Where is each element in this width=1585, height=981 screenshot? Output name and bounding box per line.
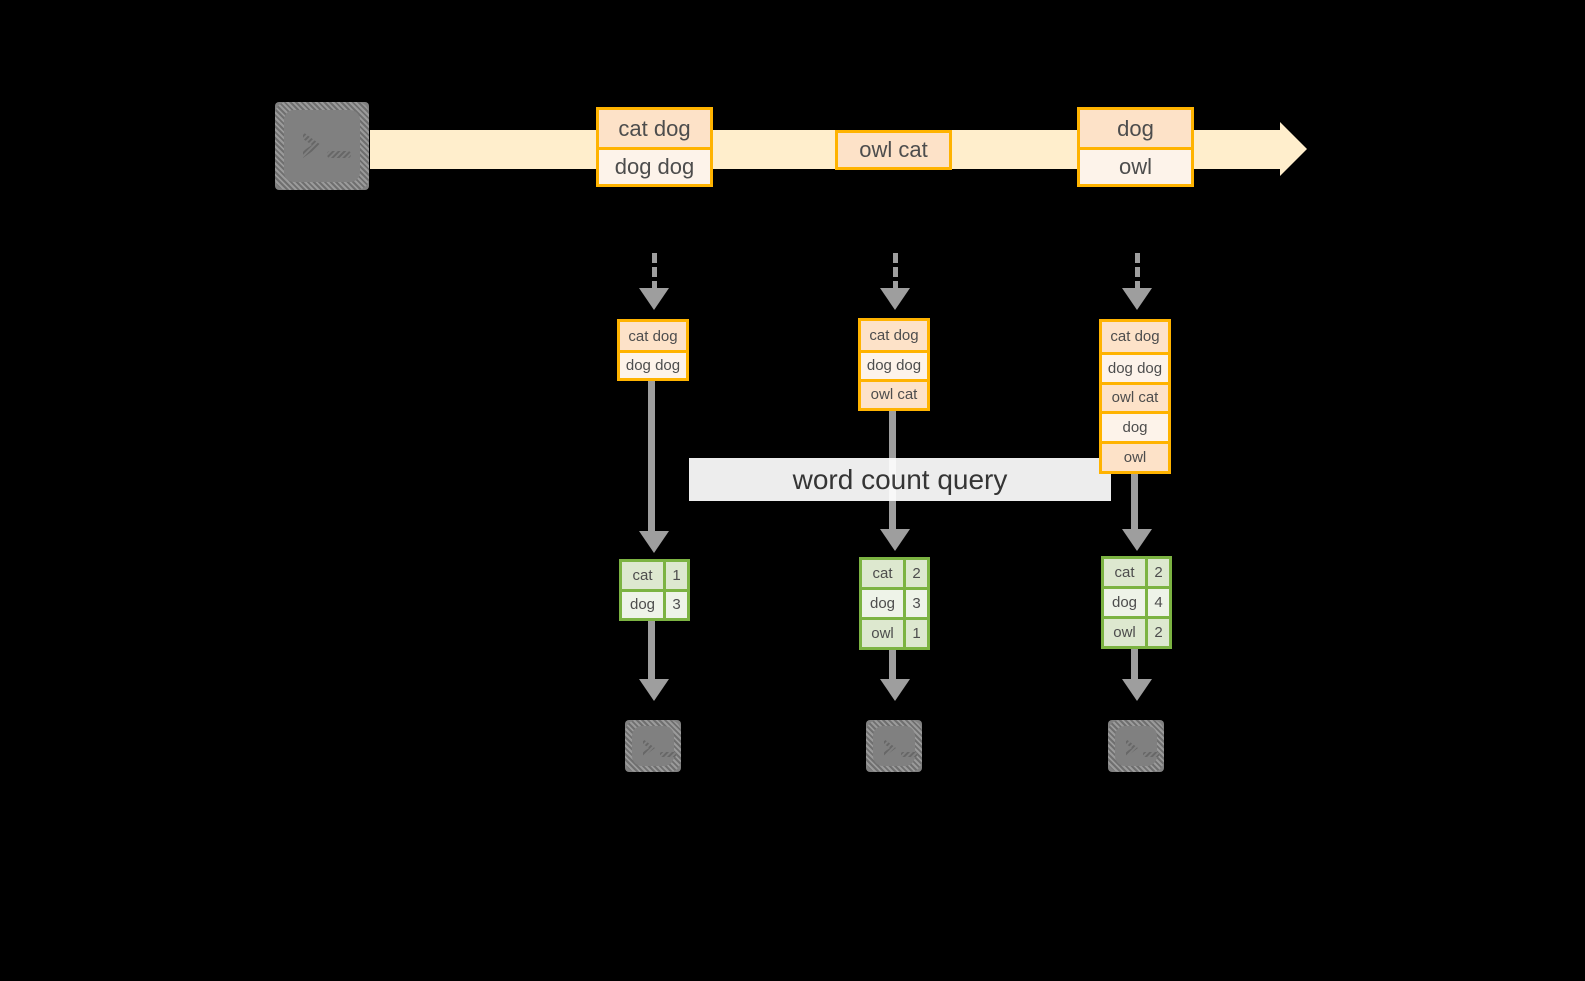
terminal-body (1115, 726, 1157, 766)
result-count-cell: 3 (906, 590, 927, 617)
accumulated-row: cat dog (861, 321, 927, 350)
accumulated-buffer[interactable]: cat dog dog dog (617, 319, 689, 381)
result-word-cell: cat (622, 562, 666, 589)
snapshot-feed-arrowhead-icon (639, 288, 669, 310)
terminal-body (873, 726, 915, 766)
result-count-cell: 2 (1148, 619, 1169, 646)
result-row: dog 3 (622, 588, 687, 618)
result-row: owl 2 (1104, 616, 1169, 646)
result-count-cell: 2 (1148, 559, 1169, 586)
sink-connector-line (1131, 649, 1138, 682)
sink-connector-line (648, 621, 655, 681)
stream-event-group[interactable]: dog owl (1077, 107, 1194, 187)
terminal-prompt-icon (295, 126, 365, 170)
query-label-text: word count query (792, 463, 1008, 495)
result-word-cell: owl (862, 620, 906, 647)
sink-terminal-icon[interactable] (858, 712, 930, 780)
query-connector-arrowhead-icon (880, 529, 910, 551)
result-count-cell: 1 (906, 620, 927, 647)
result-row: dog 3 (862, 587, 927, 617)
stream-event-row: owl (1080, 147, 1191, 184)
sink-connector-arrowhead-icon (1122, 679, 1152, 701)
query-label-band: word count query (689, 458, 1111, 501)
snapshot-feed-arrowhead-icon (880, 288, 910, 310)
accumulated-buffer[interactable]: cat dog dog dog owl cat (858, 318, 930, 411)
result-row: dog 4 (1104, 586, 1169, 616)
terminal-prompt-icon (879, 735, 927, 765)
stream-arrowhead-icon (1280, 122, 1334, 176)
snapshot-feed-line (893, 253, 898, 291)
accumulated-buffer[interactable]: cat dog dog dog owl cat dog owl (1099, 319, 1171, 474)
snapshot-feed-line (1135, 253, 1140, 291)
terminal-body (284, 110, 360, 182)
result-word-cell: cat (862, 560, 906, 587)
result-count-cell: 2 (906, 560, 927, 587)
source-terminal-icon[interactable] (267, 94, 377, 198)
result-word-cell: dog (862, 590, 906, 617)
query-connector-line (648, 381, 655, 534)
result-row: cat 2 (862, 560, 927, 587)
result-count-cell: 3 (666, 591, 687, 618)
query-connector-arrowhead-icon (1122, 529, 1152, 551)
stream-event-group[interactable]: cat dog dog dog (596, 107, 713, 187)
result-count-cell: 1 (666, 562, 687, 589)
snapshot-feed-line (652, 253, 657, 291)
result-word-cell: dog (1104, 589, 1148, 616)
result-row: cat 1 (622, 562, 687, 589)
accumulated-row: dog dog (861, 350, 927, 379)
result-row: owl 1 (862, 617, 927, 647)
accumulated-row: cat dog (620, 322, 686, 350)
accumulated-row: owl cat (861, 378, 927, 408)
result-word-cell: dog (622, 591, 666, 618)
result-table[interactable]: cat 1 dog 3 (619, 559, 690, 621)
sink-connector-arrowhead-icon (880, 679, 910, 701)
snapshot-feed-arrowhead-icon (1122, 288, 1152, 310)
terminal-prompt-icon (638, 735, 686, 765)
terminal-body (632, 726, 674, 766)
query-connector-arrowhead-icon (639, 531, 669, 553)
stream-event-row: cat dog (599, 110, 710, 147)
terminal-prompt-icon (1121, 735, 1169, 765)
result-word-cell: cat (1104, 559, 1148, 586)
accumulated-row: owl (1102, 441, 1168, 471)
stream-event-row: owl cat (838, 133, 949, 167)
result-word-cell: owl (1104, 619, 1148, 646)
accumulated-row: owl cat (1102, 381, 1168, 412)
accumulated-row: dog dog (1102, 351, 1168, 382)
accumulated-row: dog (1102, 411, 1168, 442)
stream-event-group[interactable]: owl cat (835, 130, 952, 170)
result-count-cell: 4 (1148, 589, 1169, 616)
query-connector-line (1131, 474, 1138, 533)
stream-event-row: dog (1080, 110, 1191, 147)
sink-terminal-icon[interactable] (1100, 712, 1172, 780)
result-table[interactable]: cat 2 dog 4 owl 2 (1101, 556, 1172, 649)
sink-connector-line (889, 650, 896, 682)
sink-terminal-icon[interactable] (617, 712, 689, 780)
stream-event-row: dog dog (599, 147, 710, 184)
accumulated-row: dog dog (620, 350, 686, 378)
result-row: cat 2 (1104, 559, 1169, 586)
accumulated-row: cat dog (1102, 322, 1168, 352)
sink-connector-arrowhead-icon (639, 679, 669, 701)
result-table[interactable]: cat 2 dog 3 owl 1 (859, 557, 930, 650)
